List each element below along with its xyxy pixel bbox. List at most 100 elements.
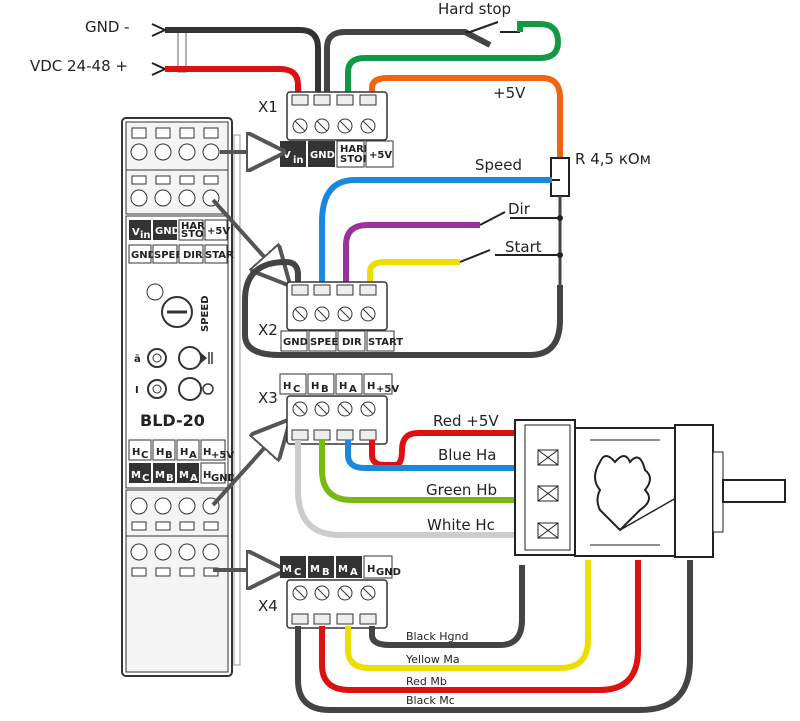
hall-wire-2: Green Hb	[426, 481, 497, 499]
vdc-label: VDC 24-48 +	[30, 57, 128, 75]
svg-text:V: V	[132, 227, 140, 238]
arrow-to-x3	[211, 425, 285, 507]
motor-wire-3: Black Mc	[406, 694, 455, 707]
plus5v-label: +5V	[493, 84, 526, 102]
svg-text:H: H	[203, 470, 211, 481]
svg-text:GND: GND	[310, 150, 335, 161]
svg-text:C: C	[294, 567, 301, 578]
wire-hardstop-black	[324, 29, 492, 95]
svg-text:START: START	[205, 250, 240, 261]
arrow-to-x2	[211, 198, 285, 280]
svg-text:H: H	[311, 381, 319, 392]
svg-text:M: M	[282, 564, 292, 575]
motor-icon	[514, 419, 786, 558]
svg-text:H: H	[203, 447, 211, 458]
gnd-terminal-icon	[151, 23, 168, 37]
svg-text:STOP: STOP	[340, 154, 370, 165]
wire-hall-blue	[345, 440, 540, 471]
svg-text:C: C	[142, 473, 149, 484]
wire-gnd	[165, 27, 321, 95]
svg-text:GND: GND	[131, 250, 156, 261]
controller-bld20: V in GND HARD STOP +5V GND SPEED DIR STA…	[121, 117, 241, 677]
svg-text:ā: ā	[134, 354, 141, 365]
vdc-terminal-icon	[151, 62, 168, 76]
wire-motor-mc	[295, 560, 693, 713]
connector-x2[interactable]	[286, 281, 388, 331]
svg-text:DIR: DIR	[342, 337, 362, 348]
start-label: Start	[505, 238, 542, 256]
led-icon	[146, 283, 164, 301]
svg-text:B: B	[165, 450, 173, 461]
hall-wire-3: White Hc	[427, 516, 495, 534]
svg-text:H: H	[156, 447, 164, 458]
reset-icon	[178, 377, 202, 401]
svg-text:A: A	[350, 567, 358, 578]
svg-text:+5V: +5V	[369, 150, 392, 161]
x1-label: X1	[258, 98, 278, 116]
speed-label: Speed	[475, 156, 522, 174]
svg-text:H: H	[367, 564, 375, 575]
wire-5v-orange	[369, 75, 563, 158]
svg-text:B: B	[166, 473, 174, 484]
svg-text:I: I	[135, 385, 139, 396]
x2-label: X2	[258, 321, 278, 339]
svg-text:SPEED: SPEED	[200, 296, 211, 333]
x3-pin-tags: H C H B H A H +5V	[279, 373, 399, 395]
wire-hardstop-green	[345, 21, 562, 95]
motor-wire-2: Red Mb	[406, 675, 447, 688]
wire-motor-ma	[345, 560, 591, 671]
svg-text:B: B	[321, 384, 329, 395]
svg-text:M: M	[155, 470, 165, 481]
svg-text:STOP: STOP	[181, 229, 211, 240]
svg-text:C: C	[293, 384, 300, 395]
wire-motor-mb	[319, 560, 641, 693]
start-switch-icon	[459, 249, 491, 263]
svg-text:DIR: DIR	[183, 250, 203, 261]
svg-text:START: START	[368, 337, 403, 348]
svg-text:GND: GND	[283, 337, 308, 348]
hall-wire-1: Blue Ha	[438, 446, 496, 464]
connector-x3[interactable]	[286, 395, 388, 445]
dir-switch-icon	[479, 211, 506, 226]
svg-text:M: M	[338, 564, 348, 575]
svg-text:C: C	[141, 450, 148, 461]
svg-text:H: H	[339, 381, 347, 392]
connector-x4[interactable]	[286, 579, 388, 629]
svg-text:M: M	[310, 564, 320, 575]
wire-motor-hgnd	[369, 565, 525, 648]
svg-text:B: B	[322, 567, 330, 578]
controller-name: BLD-20	[140, 411, 205, 430]
x4-label: X4	[258, 597, 278, 615]
wire-start-yellow	[367, 259, 460, 285]
power-cap	[177, 27, 187, 73]
svg-text:GND: GND	[155, 226, 180, 237]
svg-text:+5V: +5V	[207, 226, 230, 237]
wire-speed-blue	[319, 177, 552, 285]
x1-pin-tags: V in GND HARD STOP +5V	[280, 140, 394, 168]
svg-text:SPEED: SPEED	[310, 337, 347, 348]
x2-pin-tags: GND SPEED DIR START	[280, 330, 403, 352]
wire-hall-green	[319, 440, 540, 503]
svg-text:H: H	[132, 447, 140, 458]
x4-pin-tags: M C M B M A H GND	[280, 555, 401, 579]
hard-stop-switch-icon	[469, 21, 499, 33]
svg-text:SPEED: SPEED	[154, 250, 191, 261]
resistor-icon	[550, 157, 570, 197]
svg-text:GND: GND	[211, 473, 236, 484]
svg-text:+5V: +5V	[211, 450, 234, 461]
svg-text:A: A	[189, 450, 197, 461]
svg-text:in: in	[140, 230, 151, 241]
wire-hall-white	[295, 440, 540, 538]
wire-vin	[165, 66, 301, 95]
motor-wire-0: Black Hgnd	[406, 630, 468, 643]
svg-text:HARD: HARD	[181, 221, 213, 232]
svg-text:H: H	[283, 381, 291, 392]
play-pause-icon	[178, 346, 202, 370]
wire-hall-red	[369, 430, 540, 468]
svg-text:H: H	[367, 381, 375, 392]
svg-text:V: V	[283, 150, 291, 161]
svg-text:A: A	[349, 384, 357, 395]
svg-text:in: in	[293, 155, 304, 166]
connector-x1[interactable]	[286, 91, 388, 141]
